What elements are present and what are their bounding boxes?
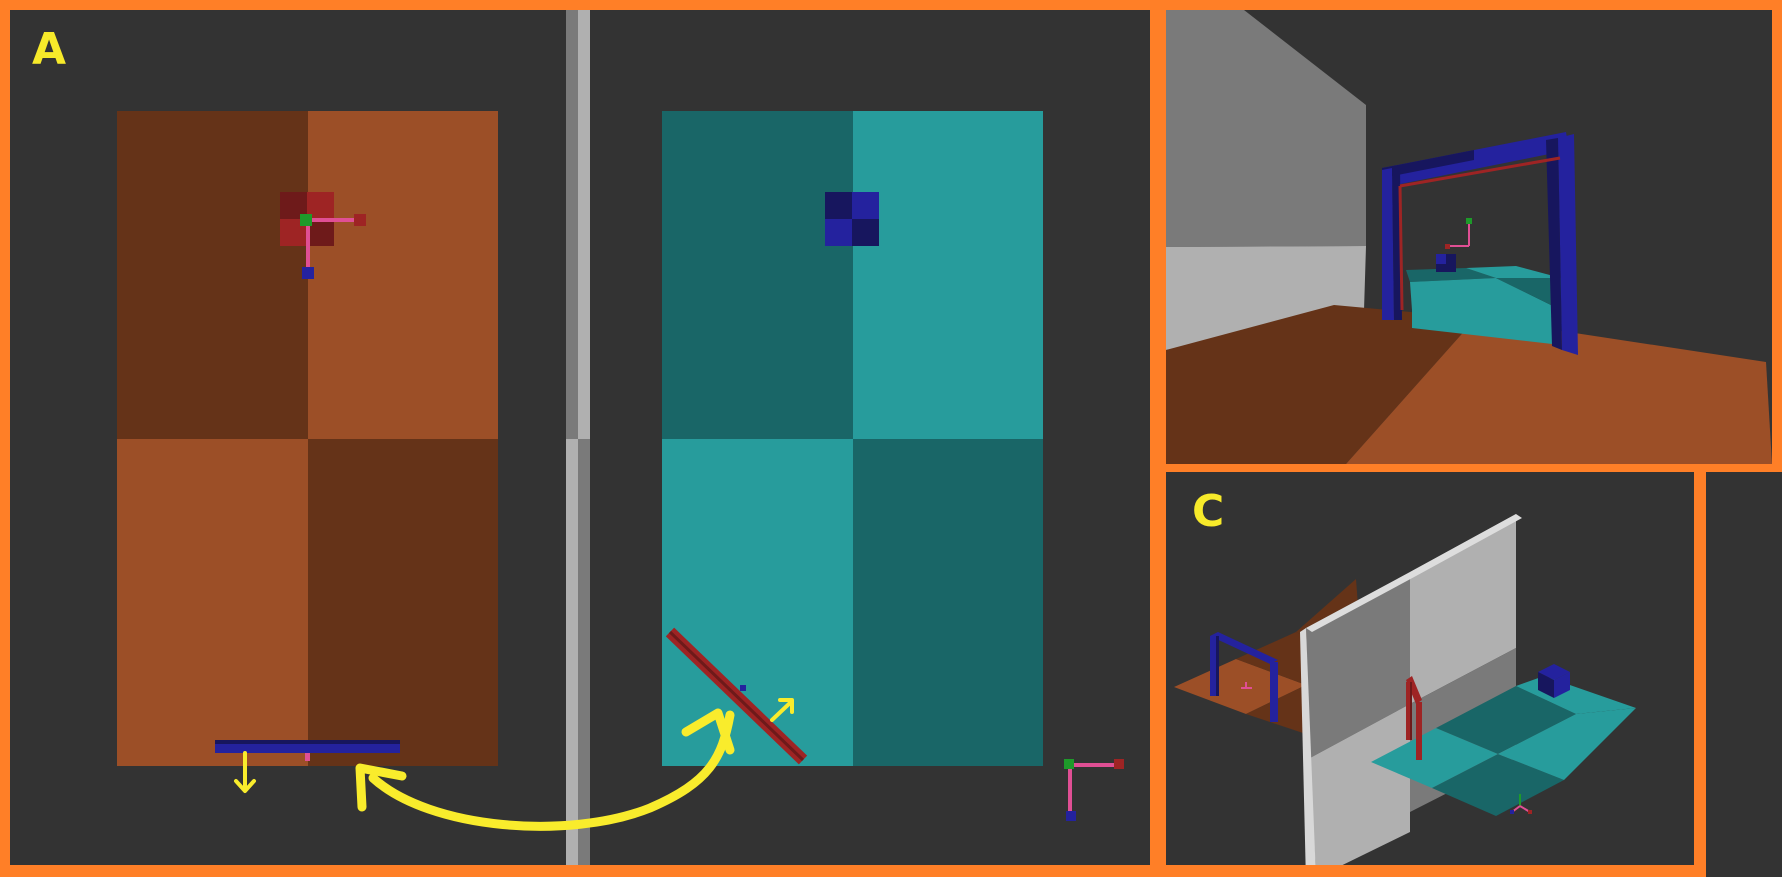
arrow-icon [770,698,794,722]
axis-gizmo-icon [300,214,366,279]
panel-b-scene [1166,10,1772,464]
blue-cube [1436,254,1456,272]
panel-a-label: A [32,24,67,75]
panel-b: B [1166,10,1772,464]
teal-floor [1406,266,1561,345]
axis-gizmo-icon [1064,759,1124,821]
divider-wall [566,10,590,865]
red-gate-top-view [665,627,808,765]
axis-gizmo-icon [1510,794,1532,814]
blue-gate [1210,632,1278,722]
orange-floor [1166,305,1772,464]
panel-c-label: C [1192,486,1225,537]
orange-floor [117,111,498,766]
panel-a-scene [117,10,1124,865]
panel-c: C [1166,472,1694,865]
blue-cube [825,192,879,246]
red-gate [1406,676,1422,760]
empty-area [1706,472,1782,877]
arrow-icon [234,751,256,793]
panel-a: A [10,10,1150,865]
wall-upper [1166,10,1366,247]
wall-lower [1166,246,1366,350]
axis-gizmo-icon [1241,682,1252,689]
axis-gizmo-icon [1445,218,1472,249]
blue-gate [1382,132,1578,355]
panel-c-scene [1174,514,1636,865]
blue-cube [1538,664,1570,698]
blue-gate-top-view [215,740,400,761]
curved-arrow-icon [355,708,735,831]
